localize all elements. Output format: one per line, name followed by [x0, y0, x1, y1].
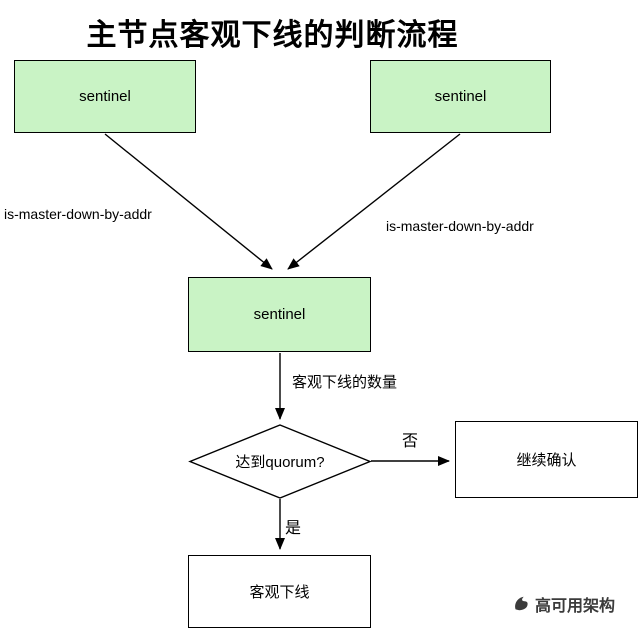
edge-label-left-check: is-master-down-by-addr	[4, 206, 152, 222]
decision-node-label: 达到quorum?	[235, 454, 325, 471]
node-objective-offline-label: 客观下线	[249, 584, 310, 601]
node-sentinel-center-label: sentinel	[253, 306, 306, 323]
arrow-right-sentinel-to-center	[287, 133, 461, 270]
node-sentinel-right: sentinel	[370, 60, 551, 133]
edge-label-offline-count: 客观下线的数量	[292, 374, 398, 391]
decision-diamond	[188, 424, 372, 499]
decision-node-label-wrap: 达到quorum?	[190, 425, 370, 498]
watermark: 高可用架构	[512, 592, 615, 616]
edge-label-no: 否	[402, 433, 419, 450]
watermark-text: 高可用架构	[535, 598, 616, 615]
node-sentinel-center: sentinel	[188, 277, 371, 352]
edge-label-right-check: is-master-down-by-addr	[386, 218, 534, 234]
arrow-left-sentinel-to-center	[104, 133, 273, 270]
node-continue-confirm-label: 继续确认	[516, 452, 577, 469]
node-sentinel-right-label: sentinel	[434, 88, 487, 105]
watermark-logo-icon	[512, 595, 530, 613]
node-sentinel-left: sentinel	[14, 60, 196, 133]
diagram-title: 主节点客观下线的判断流程	[86, 19, 459, 52]
node-objective-offline: 客观下线	[188, 555, 371, 628]
node-continue-confirm: 继续确认	[455, 421, 638, 498]
edge-label-yes: 是	[285, 520, 302, 537]
node-sentinel-left-label: sentinel	[79, 88, 131, 105]
